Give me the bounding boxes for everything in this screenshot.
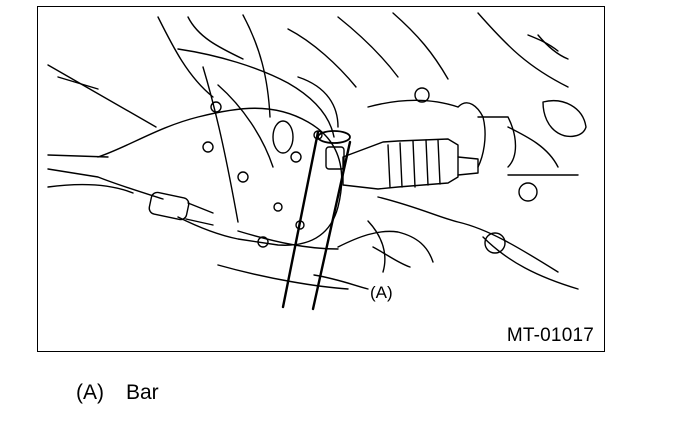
legend-description: Bar — [126, 381, 159, 404]
figure-code: MT-01017 — [506, 325, 594, 346]
figure-frame: (A) MT-01017 — [37, 6, 605, 352]
legend: (A) Bar — [76, 381, 159, 405]
legend-key: (A) — [76, 381, 104, 404]
callout-label-a: (A) — [370, 283, 393, 302]
transmission-bar-illustration — [47, 12, 587, 311]
